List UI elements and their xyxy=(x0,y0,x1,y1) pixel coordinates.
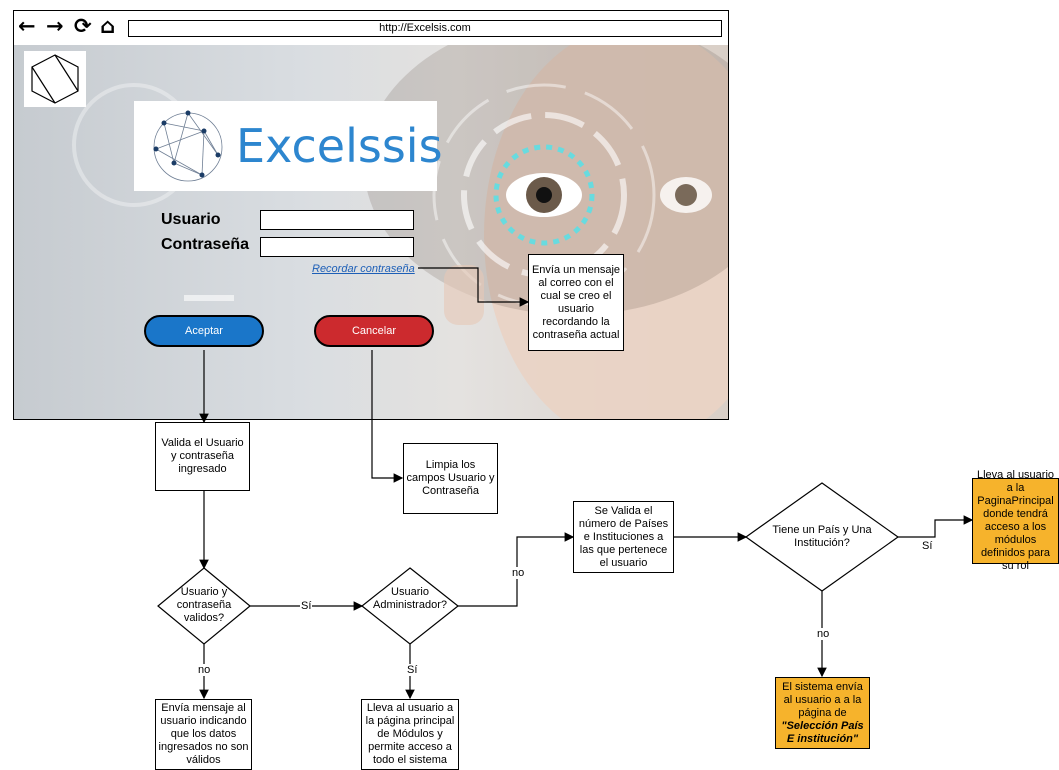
address-bar[interactable]: http://Excelsis.com xyxy=(128,20,722,37)
reload-icon[interactable]: ⟳ xyxy=(74,14,92,38)
forward-icon[interactable]: → xyxy=(46,14,64,38)
browser-nav-bar: ← → ⟳ ⌂ http://Excelsis.com xyxy=(14,11,728,45)
brand-banner: Excelssis xyxy=(134,101,443,191)
label-no-valid: no xyxy=(197,664,212,676)
back-icon[interactable]: ← xyxy=(18,14,36,38)
label-yes-admin: Sí xyxy=(406,664,419,676)
clear-fields-box: Limpia los campos Usuario y Contraseña xyxy=(403,443,498,514)
cancel-button[interactable]: Cancelar xyxy=(314,315,434,347)
decision-admin-text: Usuario Administrador? xyxy=(373,586,447,611)
select-country-prefix: El sistema envía al usuario a a la págin… xyxy=(782,680,863,719)
user-label: Usuario xyxy=(161,211,221,228)
password-label: Contraseña xyxy=(161,236,250,253)
validate-countries-text: Se Valida el número de Países e Instituc… xyxy=(578,504,669,569)
main-page-text: Lleva al usuario a la PaginaPrincipal do… xyxy=(976,469,1055,572)
label-yes-country: Sí xyxy=(921,540,934,552)
browser-window: ← → ⟳ ⌂ http://Excelsis.com xyxy=(13,10,729,420)
label-no-country: no xyxy=(816,628,831,640)
select-country-name: "Selección País E institución" xyxy=(781,719,864,745)
hexagon-logo-icon xyxy=(31,54,79,104)
remember-password-link[interactable]: Recordar contraseña xyxy=(312,263,415,275)
admin-result-text: Lleva al usuario a la página principal d… xyxy=(365,702,455,766)
remember-note-box: Envía un mensaje al correo con el cual s… xyxy=(528,254,624,351)
invalid-message-box: Envía mensaje al usuario indicando que l… xyxy=(155,699,252,770)
user-input[interactable] xyxy=(260,210,414,230)
label-no-admin: no xyxy=(511,567,526,579)
brand-name: Excelssis xyxy=(236,119,443,173)
corner-logo xyxy=(24,51,86,107)
decision-country-text: Tiene un País y Una Institución? xyxy=(772,524,872,549)
home-icon[interactable]: ⌂ xyxy=(100,14,116,38)
validate-countries-box: Se Valida el número de Países e Instituc… xyxy=(573,501,674,573)
validate-box: Valida el Usuario y contraseña ingresado xyxy=(155,422,250,491)
password-input[interactable] xyxy=(260,237,414,257)
validate-text: Valida el Usuario y contraseña ingresado xyxy=(161,437,244,475)
main-page-box: Lleva al usuario a la PaginaPrincipal do… xyxy=(972,469,1059,572)
login-background: Excelssis Usuario Contraseña Recordar co… xyxy=(14,45,728,419)
invalid-message-text: Envía mensaje al usuario indicando que l… xyxy=(158,702,249,766)
remember-note-text: Envía un mensaje al correo con el cual s… xyxy=(531,263,621,341)
decision-valid-text: Usuario y contraseña validos? xyxy=(176,586,232,624)
admin-result-box: Lleva al usuario a la página principal d… xyxy=(361,699,459,770)
select-country-box: El sistema envía al usuario a a la págin… xyxy=(775,677,870,749)
polygon-globe-icon xyxy=(153,110,223,182)
clear-fields-text: Limpia los campos Usuario y Contraseña xyxy=(406,459,495,497)
accept-button[interactable]: Aceptar xyxy=(144,315,264,347)
label-yes-valid: Sí xyxy=(300,600,313,612)
